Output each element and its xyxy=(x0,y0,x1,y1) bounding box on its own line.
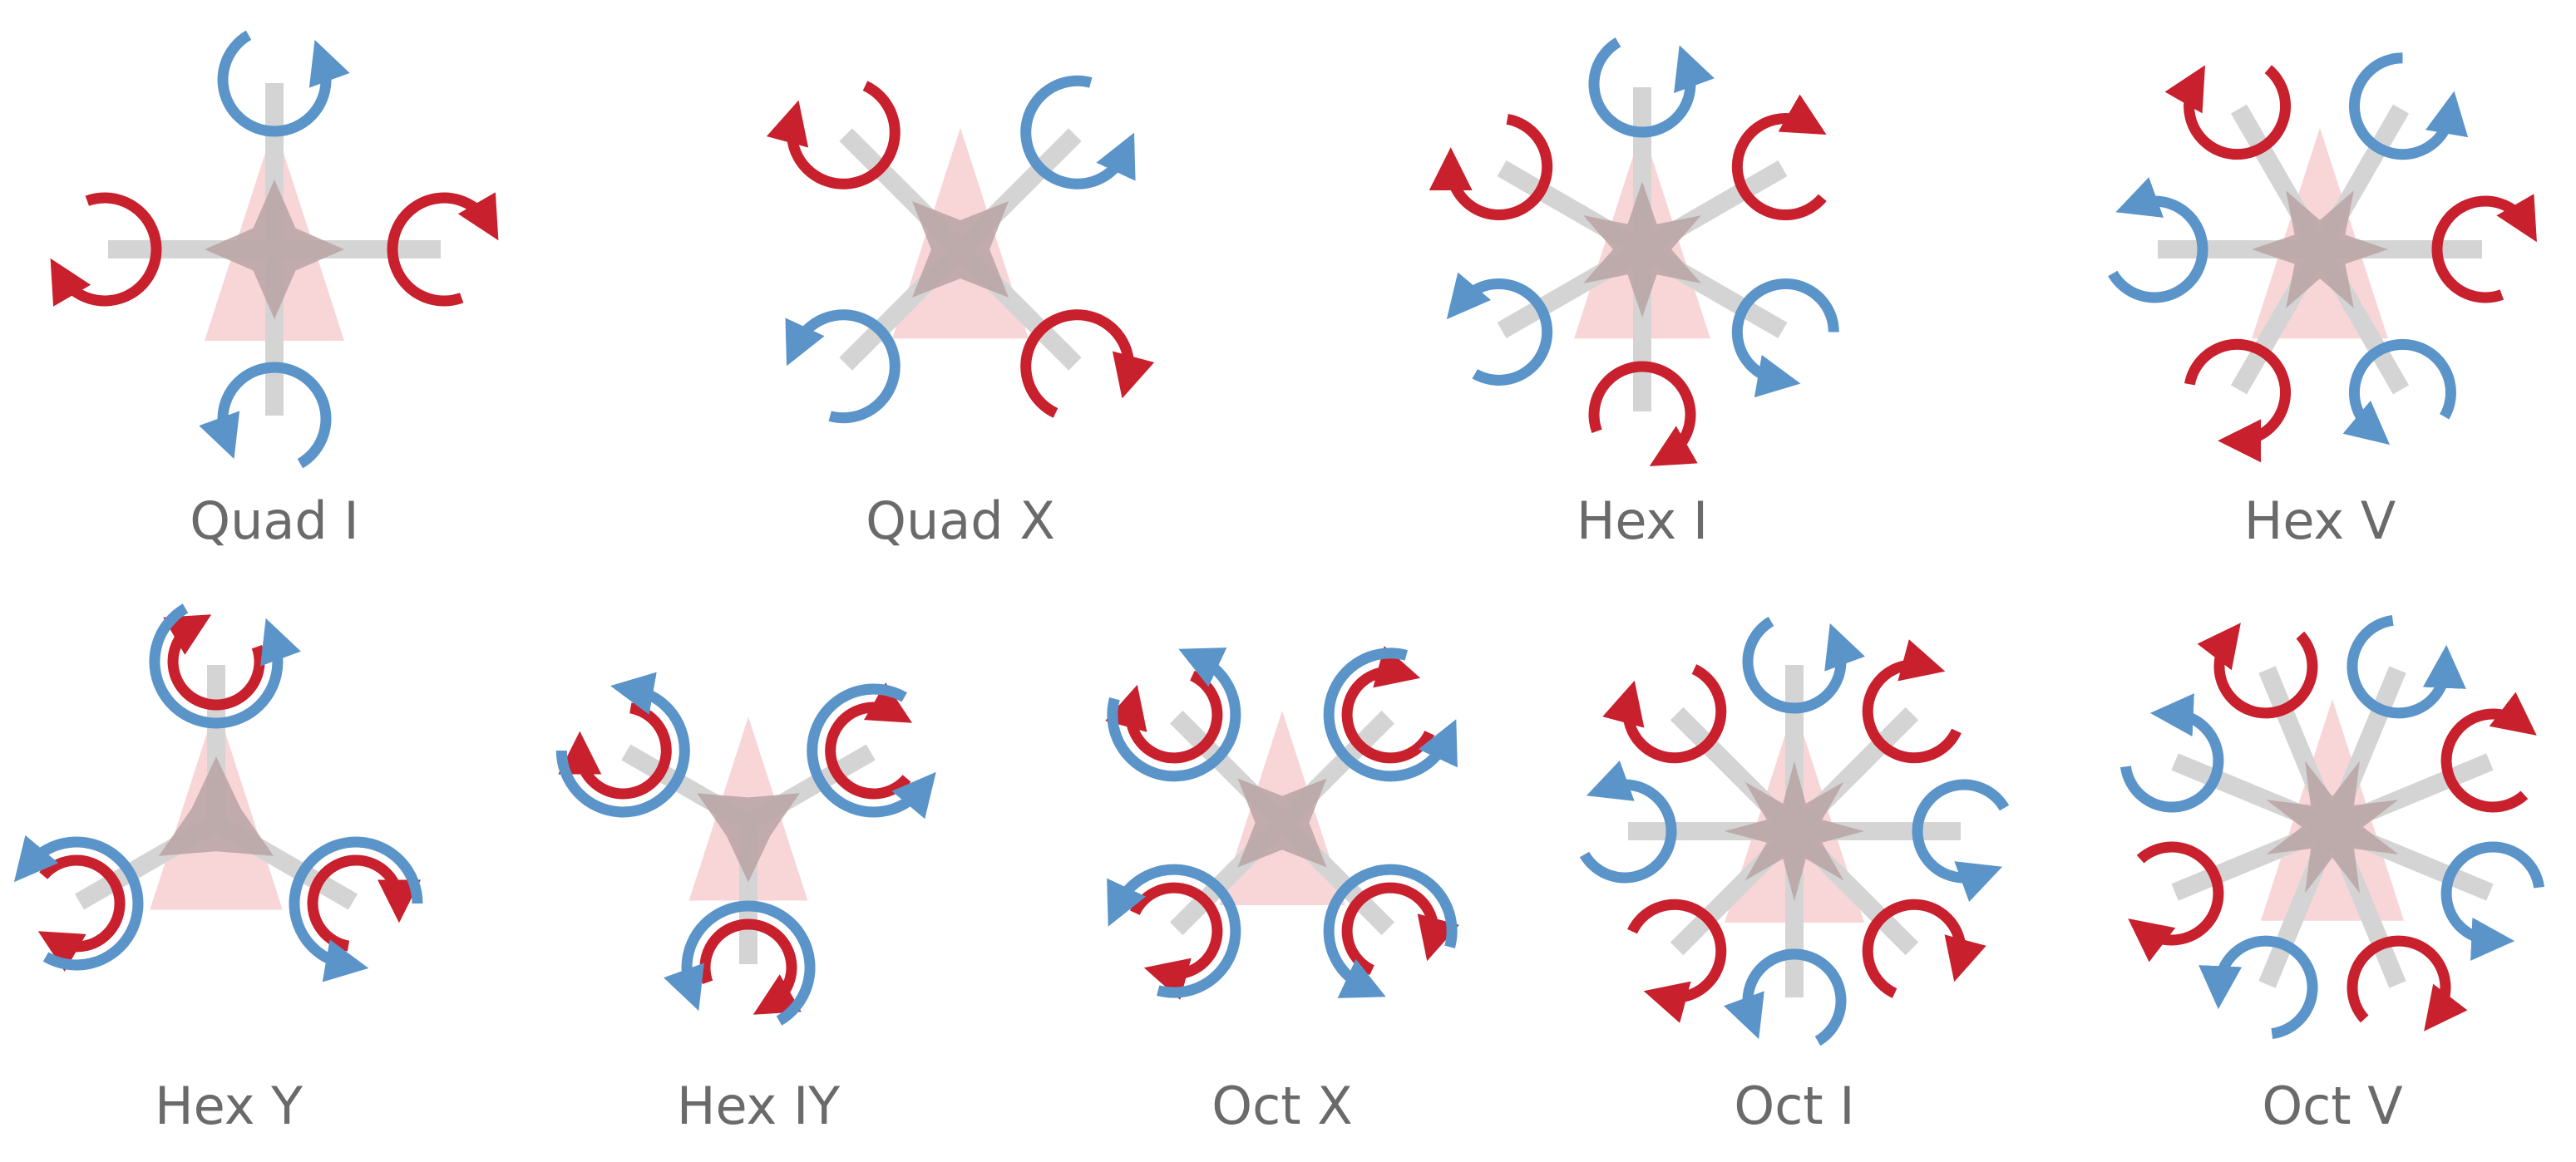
frame-hex-v xyxy=(2108,52,2537,463)
rotor-cw-arrow xyxy=(2128,841,2224,963)
frame-hex-iy xyxy=(555,672,936,1026)
rotor-cw-arrow xyxy=(558,702,672,800)
frame-body xyxy=(158,756,274,856)
frame-quad-i xyxy=(50,30,499,469)
config-label-hex-iy: Hex IY xyxy=(676,1076,841,1136)
rotor-ccw-arrow xyxy=(1107,864,1241,998)
rotor-ccw-arrow xyxy=(1323,647,1458,782)
rotor-cw-arrow xyxy=(2431,194,2537,303)
rotor-cw-arrow xyxy=(825,682,912,800)
frame-hex-i xyxy=(1429,37,1839,466)
frame-body xyxy=(912,201,1009,298)
rotor-ccw-arrow xyxy=(13,835,144,971)
frame-body xyxy=(1237,778,1327,868)
config-label-hex-y: Hex Y xyxy=(155,1076,303,1136)
rotor-cw-arrow xyxy=(37,854,126,972)
rotor-cw-arrow xyxy=(1429,113,1553,220)
rotor-ccw-arrow xyxy=(2198,935,2318,1040)
rotor-ccw-arrow xyxy=(1579,760,1677,884)
rotor-cw-arrow xyxy=(163,614,265,711)
config-label-quad-x: Quad X xyxy=(866,490,1055,551)
rotor-ccw-arrow xyxy=(2108,177,2208,303)
frame-oct-v xyxy=(2120,614,2545,1040)
rotor-ccw-arrow xyxy=(1912,779,2010,903)
frame-body xyxy=(2266,761,2399,894)
config-label-oct-i: Oct I xyxy=(1734,1076,1855,1136)
rotor-ccw-arrow xyxy=(807,683,936,820)
rotor-ccw-arrow xyxy=(2349,52,2469,160)
frame-oct-x xyxy=(1105,646,1459,1000)
rotor-cw-arrow xyxy=(50,192,162,307)
rotor-cw-arrow xyxy=(1731,94,1827,221)
rotor-ccw-arrow xyxy=(2120,693,2224,813)
rotor-cw-arrow xyxy=(1862,639,1962,764)
rotor-ccw-arrow xyxy=(1742,616,1866,714)
rotor-ccw-arrow xyxy=(785,309,901,424)
rotor-ccw-arrow xyxy=(289,836,423,982)
rotor-ccw-arrow xyxy=(2347,614,2466,719)
rotor-cw-arrow xyxy=(307,854,421,952)
config-label-hex-v: Hex V xyxy=(2243,490,2396,551)
rotor-cw-arrow xyxy=(2184,338,2291,463)
rotor-ccw-arrow xyxy=(149,603,301,729)
rotor-cw-arrow xyxy=(2440,692,2537,813)
rotor-cw-arrow xyxy=(1129,882,1223,1000)
rotor-cw-arrow xyxy=(2164,65,2292,160)
rotor-ccw-arrow xyxy=(1588,37,1715,138)
config-label-oct-x: Oct X xyxy=(1212,1076,1353,1136)
rotor-ccw-arrow xyxy=(1446,272,1553,386)
rotor-cw-arrow xyxy=(1341,882,1459,976)
rotor-cw-arrow xyxy=(1627,899,1727,1023)
rotor-ccw-arrow xyxy=(2440,841,2545,961)
rotor-ccw-arrow xyxy=(1731,278,1839,398)
rotor-cw-arrow xyxy=(1588,361,1698,466)
frame-body xyxy=(205,180,344,319)
rotor-ccw-arrow xyxy=(555,672,690,818)
rotor-ccw-arrow xyxy=(199,362,332,469)
config-label-oct-v: Oct V xyxy=(2262,1076,2403,1136)
rotor-cw-arrow xyxy=(2197,623,2318,719)
rotor-cw-arrow xyxy=(1105,670,1223,764)
rotor-ccw-arrow xyxy=(1107,647,1241,782)
rotor-ccw-arrow xyxy=(217,30,350,137)
rotor-cw-arrow xyxy=(1020,309,1155,418)
rotor-cw-arrow xyxy=(1341,646,1435,764)
frame-body xyxy=(1725,761,1864,901)
rotor-ccw-arrow xyxy=(1020,75,1136,190)
rotor-cw-arrow xyxy=(2347,935,2468,1032)
frame-body xyxy=(697,793,800,883)
rotor-cw-arrow xyxy=(766,81,901,190)
config-label-hex-i: Hex I xyxy=(1576,490,1709,551)
rotor-ccw-arrow xyxy=(1723,948,1847,1046)
rotor-cw-arrow xyxy=(699,918,802,1015)
frame-body xyxy=(2252,190,2388,308)
config-label-quad-i: Quad I xyxy=(190,490,359,551)
rotor-ccw-arrow xyxy=(2342,338,2456,446)
frame-quad-x xyxy=(766,75,1155,424)
rotor-ccw-arrow xyxy=(1323,864,1458,998)
frame-hex-y xyxy=(13,603,423,982)
frame-oct-i xyxy=(1579,616,2010,1046)
frame-body xyxy=(1583,181,1701,318)
rotor-cw-arrow xyxy=(1602,664,1727,764)
rotor-cw-arrow xyxy=(1862,899,1986,998)
rotor-cw-arrow xyxy=(387,192,499,307)
rotor-ccw-arrow xyxy=(664,900,816,1026)
